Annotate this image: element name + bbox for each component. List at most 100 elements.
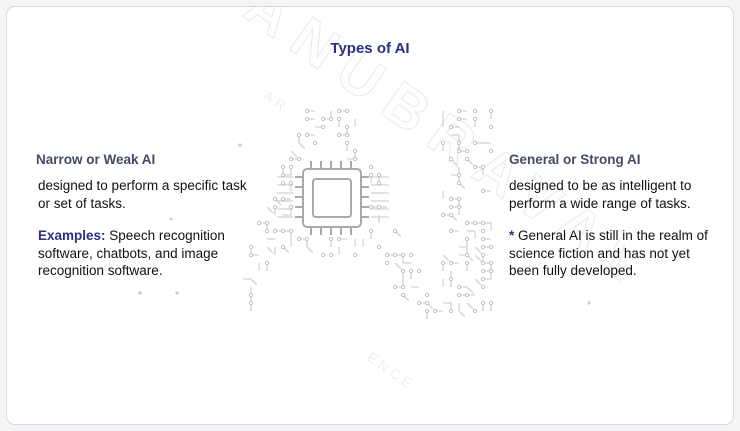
circuit-node <box>448 276 454 282</box>
circuit-node <box>352 156 358 162</box>
circuit-node <box>440 212 446 218</box>
circuit-node <box>424 292 430 298</box>
circuit-node <box>488 300 494 306</box>
circuit-node <box>440 140 446 146</box>
note-text: General AI is still in the realm of scie… <box>509 228 708 278</box>
circuit-node <box>464 148 470 154</box>
circuit-node <box>288 180 294 186</box>
circuit-node <box>472 108 478 114</box>
circuit-node <box>304 236 310 242</box>
page-title: Types of AI <box>330 40 410 57</box>
circuit-node <box>480 220 486 226</box>
circuit-node <box>328 236 334 242</box>
circuit-node <box>456 196 462 202</box>
circuit-trace <box>266 206 274 214</box>
circuit-node <box>248 292 254 298</box>
circuit-node <box>384 260 390 266</box>
circuit-node <box>488 260 494 266</box>
narrow-ai-heading: Narrow or Weak AI <box>36 152 156 167</box>
circuit-node <box>320 252 326 258</box>
circuit-node <box>456 108 462 114</box>
circuit-node <box>400 284 406 290</box>
circuit-node <box>312 140 318 146</box>
examples-label: Examples: <box>38 228 106 243</box>
circuit-trace <box>474 254 482 262</box>
circuit-node <box>376 180 382 186</box>
circuit-node <box>472 140 478 146</box>
circuit-node <box>408 268 414 274</box>
circuit-trace <box>266 246 274 254</box>
circuit-trace <box>458 310 466 318</box>
circuit-ai-illustration <box>138 108 591 319</box>
circuit-node <box>448 228 454 234</box>
circuit-trace <box>474 278 482 286</box>
circuit-node <box>488 108 494 114</box>
circuit-node <box>368 228 374 234</box>
circuit-node <box>480 236 486 242</box>
circuit-node <box>280 172 286 178</box>
circuit-node <box>256 220 262 226</box>
note-marker: * <box>509 228 515 243</box>
circuit-node <box>272 196 278 202</box>
circuit-node <box>488 268 494 274</box>
content-card: ANUBRAVAM AR ENCE Types of AI Narrow or … <box>6 6 734 425</box>
circuit-trace <box>394 262 402 270</box>
circuit-node <box>488 124 494 130</box>
circuit-node <box>448 260 454 266</box>
circuit-node <box>440 260 446 266</box>
circuit-node <box>448 156 454 162</box>
circuit-trace <box>306 246 314 254</box>
circuit-node <box>424 308 430 314</box>
circuit-node <box>320 116 326 122</box>
circuit-node <box>368 164 374 170</box>
circuit-node <box>328 116 334 122</box>
circuit-node <box>472 220 478 226</box>
circuit-node <box>368 172 374 178</box>
circuit-node <box>448 204 454 210</box>
circuit-node <box>344 140 350 146</box>
circuit-node <box>408 252 414 258</box>
circuit-node <box>456 140 462 146</box>
circuit-node <box>248 244 254 250</box>
circuit-node <box>248 300 254 306</box>
circuit-node <box>480 300 486 306</box>
circuit-node <box>456 116 462 122</box>
circuit-node <box>480 164 486 170</box>
circuit-node <box>488 148 494 154</box>
circuit-node <box>344 124 350 130</box>
circuit-trace <box>298 142 306 150</box>
circuit-node <box>336 108 342 114</box>
circuit-node <box>472 308 478 314</box>
circuit-node <box>376 204 382 210</box>
circuit-node <box>272 228 278 234</box>
circuit-node <box>432 308 438 314</box>
circuit-node <box>280 228 286 234</box>
circuit-node <box>464 236 470 242</box>
circuit-node <box>280 244 286 250</box>
circuit-node <box>392 252 398 258</box>
circuit-node <box>384 252 390 258</box>
circuit-node <box>296 236 302 242</box>
circuit-node <box>344 108 350 114</box>
circuit-node <box>336 236 342 242</box>
general-ai-note: * General AI is still in the realm of sc… <box>509 227 719 280</box>
examples-text: Speech recognition software, chatbots, a… <box>38 228 225 278</box>
circuit-node <box>264 260 270 266</box>
circuit-node <box>472 116 478 122</box>
circuit-node <box>352 148 358 154</box>
circuit-node <box>272 204 278 210</box>
circuit-trace <box>250 278 258 286</box>
circuit-node <box>464 252 470 258</box>
circuit-node <box>456 284 462 290</box>
circuit-node <box>400 268 406 274</box>
circuit-node <box>456 148 462 154</box>
circuit-node <box>296 156 302 162</box>
circuit-node <box>320 124 326 130</box>
circuit-node <box>456 172 462 178</box>
circuit-node <box>304 116 310 122</box>
circuit-node <box>248 252 254 258</box>
circuit-node <box>464 220 470 226</box>
general-ai-heading: General or Strong AI <box>509 152 641 167</box>
circuit-trace <box>466 302 474 310</box>
narrow-ai-examples: Examples: Speech recognition software, c… <box>36 227 261 280</box>
